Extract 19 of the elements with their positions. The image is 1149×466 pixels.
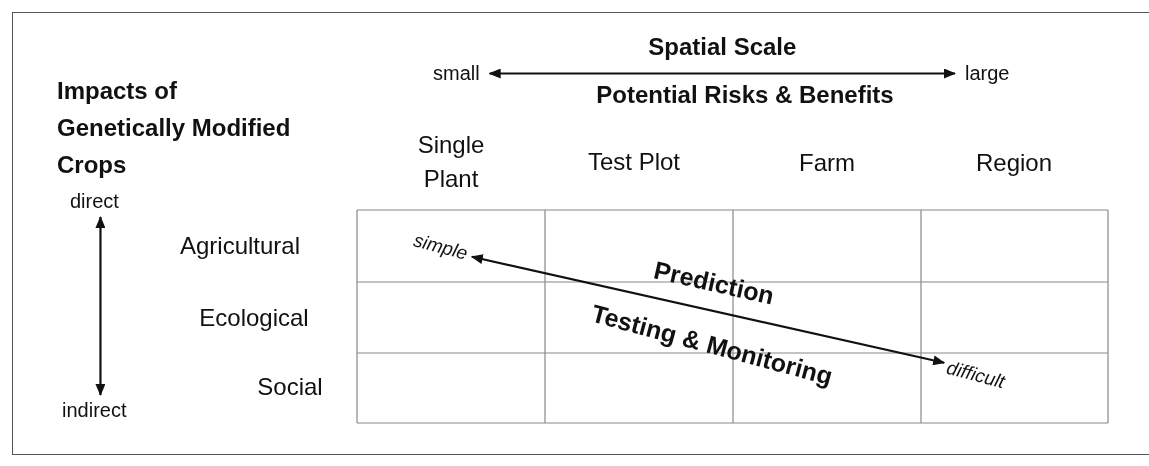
scale-end-label: direct [70, 190, 119, 213]
column-header: Test Plot [586, 147, 681, 178]
diagram-title: Impacts of Genetically Modified Crops [57, 76, 292, 180]
row-header: Agricultural [180, 231, 300, 262]
scale-end-label: indirect [62, 399, 127, 422]
column-header: Single Plant [416, 130, 486, 194]
double-arrow [470, 254, 946, 366]
scale-end-label: difficult [944, 356, 1007, 394]
column-header: Farm [799, 148, 855, 179]
axis-label: Potential Risks & Benefits [596, 80, 894, 111]
row-header: Ecological [199, 303, 309, 334]
scale-end-label: small [433, 62, 480, 85]
double-arrow [95, 216, 106, 396]
row-header: Social [257, 372, 323, 403]
edge-label: Spatial Scale [648, 31, 797, 62]
scale-end-label: large [965, 62, 1010, 85]
double-arrow [488, 68, 956, 79]
column-header: Region [975, 148, 1053, 179]
scale-end-label: simple [411, 229, 470, 265]
